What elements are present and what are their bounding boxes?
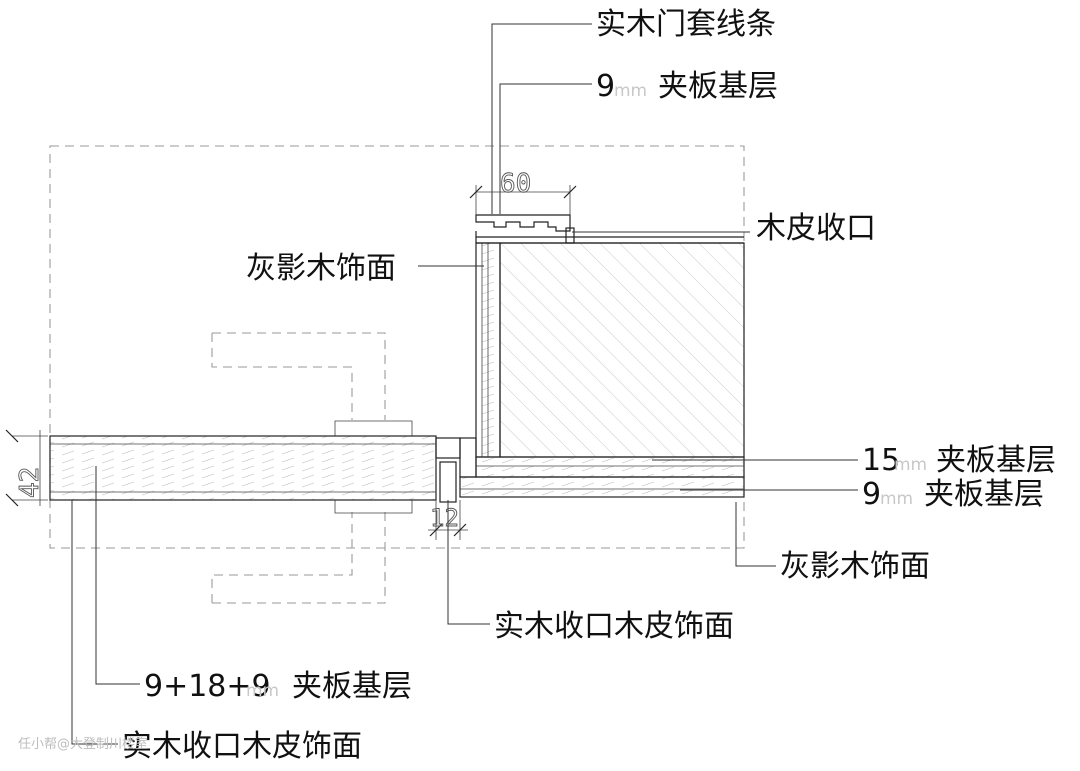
- handle-bottom-outline: [211, 512, 386, 604]
- label-grey-wood-face-top: 灰影木饰面: [246, 251, 396, 286]
- svg-text:mm: mm: [880, 489, 913, 509]
- label-veneer-edge: 木皮收口: [756, 211, 876, 246]
- label-plywood-stack: 9+18+9 mm 夹板基层: [144, 669, 412, 704]
- svg-text:夹板基层: 夹板基层: [658, 69, 778, 104]
- svg-text:9: 9: [862, 477, 881, 512]
- handle-rose-bottom: [334, 500, 413, 514]
- svg-text:夹板基层: 夹板基层: [936, 443, 1056, 478]
- handle-top-outline: [211, 332, 386, 420]
- watermark: 任小帮@大登制川楼室: [18, 736, 148, 752]
- door-casing-strip: [475, 214, 571, 232]
- label-solid-edge-veneer-mid: 实木收口木皮饰面: [494, 609, 734, 644]
- label-plywood-9-top: 9 mm 夹板基层: [596, 69, 778, 104]
- svg-text:夹板基层: 夹板基层: [924, 477, 1044, 512]
- svg-text:9: 9: [596, 69, 615, 104]
- dim-door-thickness: 42: [5, 429, 48, 507]
- handle-rose-top: [334, 420, 413, 436]
- svg-text:mm: mm: [894, 455, 927, 475]
- door-stop-block: [459, 437, 477, 478]
- door-leaf: [49, 435, 437, 501]
- svg-text:15: 15: [862, 443, 900, 478]
- dim-casing-width: 60: [469, 169, 577, 215]
- dim-door-thickness-text: 42: [15, 467, 45, 498]
- label-solid-edge-veneer-bottom: 实木收口木皮饰面: [122, 729, 362, 764]
- boundary-dashed-frame: [49, 145, 745, 549]
- label-plywood-15: 15 mm 夹板基层: [862, 443, 1056, 478]
- dim-casing-width-text: 60: [500, 169, 531, 199]
- edge-veneer-block-lower: [439, 461, 457, 503]
- label-door-casing: 实木门套线条: [596, 7, 776, 42]
- label-grey-wood-face-bottom: 灰影木饰面: [780, 549, 930, 584]
- svg-text:mm: mm: [614, 81, 647, 101]
- svg-text:9+18+9: 9+18+9: [144, 669, 271, 704]
- svg-text:夹板基层: 夹板基层: [292, 669, 412, 704]
- svg-text:mm: mm: [246, 681, 279, 701]
- wall-block: [499, 242, 745, 458]
- label-plywood-9-right: 9 mm 夹板基层: [862, 477, 1044, 512]
- dim-gap-text: 12: [430, 504, 459, 532]
- plywood-9-layer: [459, 476, 745, 498]
- edge-veneer-block: [435, 437, 461, 459]
- dim-gap: 12: [428, 500, 468, 540]
